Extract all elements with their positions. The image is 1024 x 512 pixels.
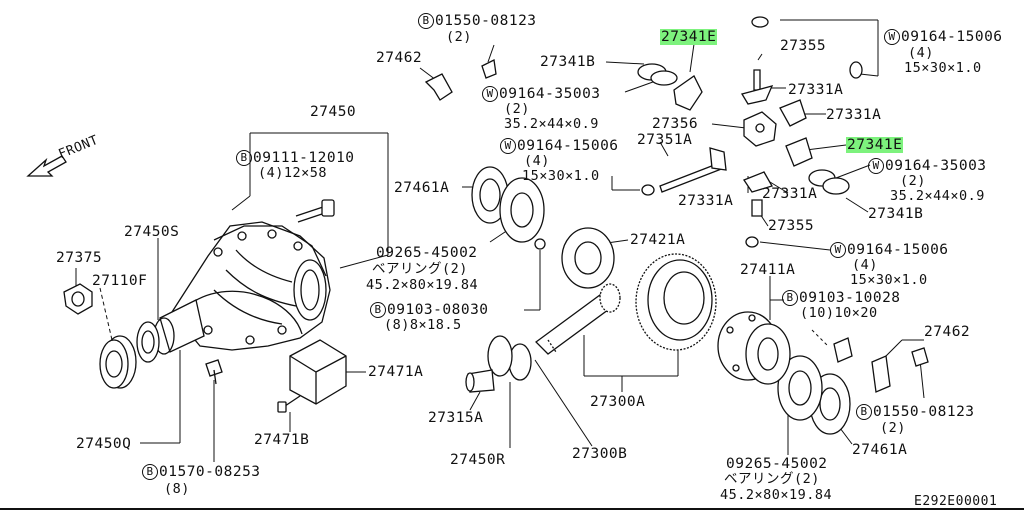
callout-01550-08123-top-qty: (2): [446, 29, 472, 45]
diagram-code: E292E00001: [914, 494, 998, 509]
callout-09164-35003-right-qty: (2): [900, 173, 926, 189]
part-27450R: 27450R: [450, 452, 506, 468]
part-27341E-top-highlight: 27341E: [660, 29, 718, 45]
callout-bearing-right-size: 45.2×80×19.84: [720, 487, 833, 503]
part-27341E-right: 27341E: [846, 137, 904, 153]
part-27331A-1: 27331A: [788, 82, 844, 98]
part-27355-mid: 27355: [768, 218, 815, 234]
part-27341E-right-highlight: 27341E: [846, 137, 904, 153]
part-27331A-2: 27331A: [826, 107, 882, 123]
washer-marker: W: [868, 158, 884, 174]
side-bearings: [472, 167, 850, 434]
callout-09164-35003-right-size: 35.2×44×0.9: [890, 188, 985, 204]
part-27315A: 27315A: [428, 410, 484, 426]
part-27411A: 27411A: [740, 262, 796, 278]
bolt-marker: B: [856, 404, 872, 420]
part-27421A: 27421A: [630, 232, 686, 248]
companion-flange: [64, 284, 159, 388]
callout-09164-15006-mid-size: 15×30×1.0: [522, 168, 600, 184]
drive-pinion-shaft: [536, 284, 620, 354]
washer-marker: W: [884, 29, 900, 45]
part-27462-top: 27462: [376, 50, 423, 66]
callout-bearing-left-desc: ベアリング(2): [372, 261, 468, 277]
part-27375: 27375: [56, 250, 103, 266]
callout-09164-35003-left-size: 35.2×44×0.9: [504, 116, 599, 132]
part-27355-top: 27355: [780, 38, 827, 54]
pinion-bearing-and-spacer: [466, 336, 531, 392]
leader-lines: [76, 20, 924, 462]
brackets: [426, 60, 928, 392]
part-27341B-right: 27341B: [868, 206, 924, 222]
differential-internals: [638, 17, 862, 247]
callout-09164-35003-left-qty: (2): [504, 101, 530, 117]
front-arrow-icon: [28, 156, 66, 176]
bolt-marker: B: [370, 302, 386, 318]
differential-case: [718, 312, 790, 384]
bolt-marker: B: [142, 464, 158, 480]
callout-bearing-left: 09265-45002: [376, 245, 478, 261]
part-27331A-4: 27331A: [762, 186, 818, 202]
part-27471B: 27471B: [254, 432, 310, 448]
ring-gear: [636, 254, 716, 350]
part-27331A-3: 27331A: [678, 193, 734, 209]
washer-marker: W: [830, 242, 846, 258]
part-27471A: 27471A: [368, 364, 424, 380]
part-27300B: 27300B: [572, 446, 628, 462]
part-27300A: 27300A: [590, 394, 646, 410]
bearing-retainer: [535, 228, 614, 288]
part-27461A-right: 27461A: [852, 442, 908, 458]
washer-marker: W: [500, 138, 516, 154]
part-27462-right: 27462: [924, 324, 971, 340]
callout-09164-15006-mid-qty: (4): [524, 153, 550, 169]
callout-bearing-left-size: 45.2×80×19.84: [366, 277, 479, 293]
part-27341E-top: 27341E: [660, 29, 718, 45]
callout-09164-15006-right-qty: (4): [852, 257, 878, 273]
callout-09103-10028-qty: (10)10×20: [800, 305, 878, 321]
part-27351A: 27351A: [637, 132, 693, 148]
differential-carrier-housing: [154, 222, 330, 354]
callout-bearing-right: 09265-45002: [726, 456, 828, 472]
callout-09103-08030-qty: (8)8×18.5: [384, 317, 462, 333]
part-27356: 27356: [652, 116, 699, 132]
callout-bearing-right-desc: ベアリング(2): [724, 471, 820, 487]
callout-09164-15006-top-qty: (4): [908, 45, 934, 61]
callout-01570-08253-qty: (8): [164, 481, 190, 497]
part-27461A-left: 27461A: [394, 180, 450, 196]
part-27450S: 27450S: [124, 224, 180, 240]
part-27450Q: 27450Q: [76, 436, 132, 452]
bolt-marker: B: [782, 290, 798, 306]
callout-01550-08123-right-qty: (2): [880, 420, 906, 436]
callout-09111-12010-qty: (4)12×58: [258, 165, 328, 181]
bolt-marker: B: [418, 13, 434, 29]
washer-marker: W: [482, 86, 498, 102]
part-27110F: 27110F: [92, 273, 148, 289]
cover-plate: [278, 340, 346, 412]
bolt-marker: B: [236, 150, 252, 166]
part-27450: 27450: [310, 104, 357, 120]
part-27341B-top: 27341B: [540, 54, 596, 70]
callout-09164-15006-top-size: 15×30×1.0: [904, 60, 982, 76]
carrier-bolts: [206, 200, 334, 384]
callout-09164-15006-right-size: 15×30×1.0: [850, 272, 928, 288]
